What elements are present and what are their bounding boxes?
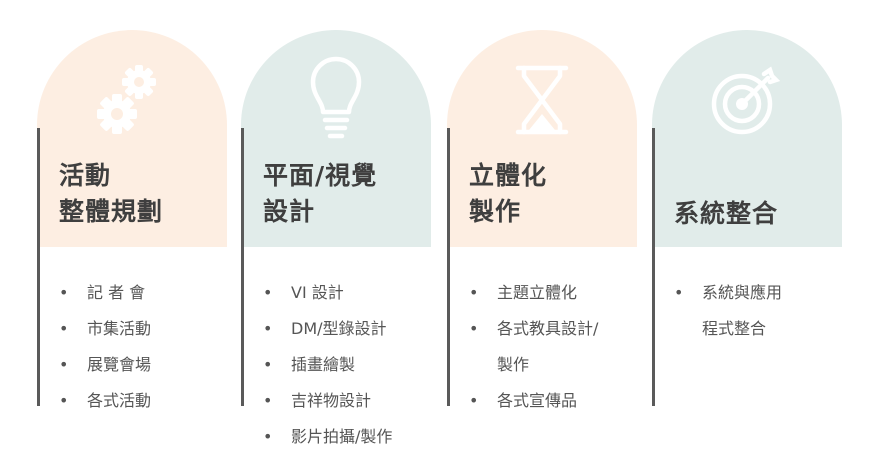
service-list: •記 者 會 •市集活動 •展覽會場 •各式活動 <box>59 275 151 419</box>
list-item: •主題立體化 <box>469 283 578 302</box>
arch-background <box>241 30 431 247</box>
service-list: •VI 設計 •DM/型錄設計 •插畫繪製 •吉祥物設計 •影片拍攝/製作 <box>263 275 392 455</box>
list-item: •插畫繪製 <box>263 355 356 374</box>
gears-icon <box>97 65 156 134</box>
column-title: 立體化 製作 <box>469 158 547 230</box>
left-divider-bar <box>652 128 655 406</box>
column-title: 活動 整體規劃 <box>59 158 163 230</box>
left-divider-bar <box>241 128 244 406</box>
title-line: 整體規劃 <box>59 197 164 226</box>
hourglass-icon <box>515 65 569 135</box>
title-line: 活動 <box>59 161 112 190</box>
list-item: •市集活動 <box>59 319 152 338</box>
list-item: •各式教具設計/ <box>469 319 599 338</box>
service-list: •主題立體化 •各式教具設計/ 製作 •各式宣傳品 <box>469 275 598 419</box>
list-item: •系統與應用 <box>674 283 783 302</box>
left-divider-bar <box>37 128 40 406</box>
list-item: •記 者 會 <box>59 283 146 302</box>
lightbulb-icon <box>310 56 362 139</box>
list-item: •展覽會場 <box>59 355 152 374</box>
list-item: •吉祥物設計 <box>263 391 372 410</box>
title-line: 設計 <box>263 197 316 226</box>
list-item-continuation: 程式整合 <box>702 319 767 338</box>
list-item-continuation: 製作 <box>497 355 530 374</box>
list-item: •DM/型錄設計 <box>263 319 387 338</box>
column-title: 平面/視覺 設計 <box>263 158 377 230</box>
left-divider-bar <box>447 128 450 406</box>
arch-background <box>37 30 227 247</box>
target-icon <box>711 66 781 135</box>
list-item: •影片拍攝/製作 <box>263 427 393 446</box>
service-list: •系統與應用 程式整合 <box>674 275 782 347</box>
title-line: 系統整合 <box>674 199 779 228</box>
column-title: 系統整合 <box>674 196 778 232</box>
title-line: 立體化 <box>469 161 548 190</box>
title-line: 平面/視覺 <box>263 161 378 190</box>
list-item: •VI 設計 <box>263 283 344 302</box>
list-item: •各式宣傳品 <box>469 391 578 410</box>
arch-background <box>652 30 842 247</box>
list-item: •各式活動 <box>59 391 152 410</box>
title-line: 製作 <box>469 197 522 226</box>
